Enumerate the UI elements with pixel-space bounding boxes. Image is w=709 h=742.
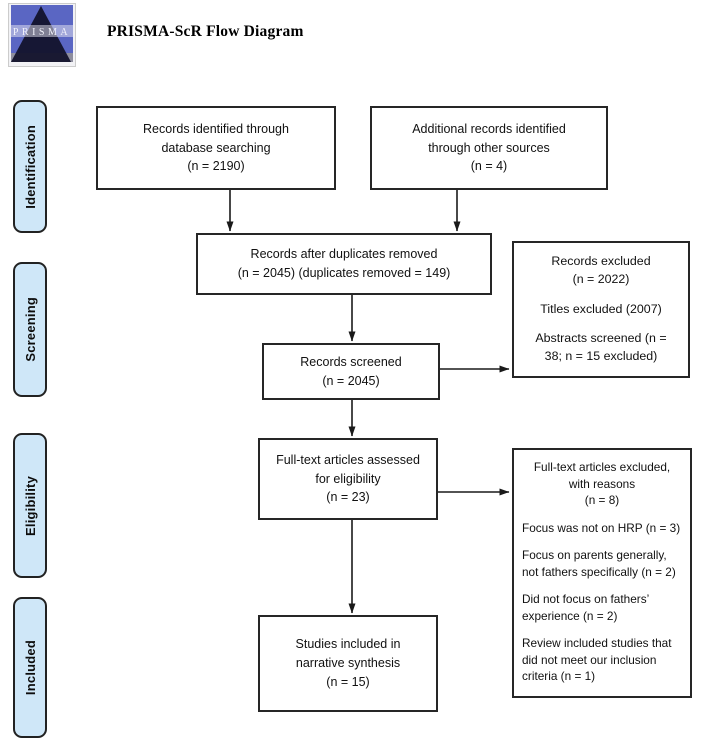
box-line: Records after duplicates removed [250, 247, 438, 262]
box-line: database searching [161, 140, 271, 155]
prisma-logo: PRISMA [8, 3, 76, 67]
box-line: 38; n = 15 excluded) [544, 348, 658, 363]
box-line: Full-text articles assessed [276, 452, 420, 467]
stage-label: Identification [22, 124, 38, 209]
prisma-logo-text: PRISMA [13, 27, 71, 38]
box-line: Records screened [300, 354, 402, 369]
page-title: PRISMA-ScR Flow Diagram [107, 23, 304, 40]
stage-label: Included [22, 639, 38, 696]
box-line: through other sources [428, 140, 550, 155]
box-line: with reasons [568, 476, 636, 491]
stage-included: Included [13, 597, 47, 738]
excluded-paragraph: Abstracts screened (n = 38; n = 15 exclu… [520, 330, 682, 365]
box-line: (n = 4) [470, 159, 508, 174]
exclusion-reason: Did not focus on fathers’ experience (n … [522, 592, 649, 623]
exclusion-reason: Focus was not on HRP (n = 3) [522, 520, 681, 535]
fulltext-assessed-box: Full-text articles assessed for eligibil… [258, 438, 438, 520]
box-line: Abstracts screened (n = [535, 331, 667, 346]
box-line: Full-text articles excluded, [533, 460, 671, 474]
records-excluded-box: Records excluded (n = 2022) Titles exclu… [512, 241, 690, 378]
duplicates-removed-box: Records after duplicates removed (n = 20… [196, 233, 492, 295]
box-line: Records identified through [143, 121, 289, 136]
box-line: (n = 15) [326, 674, 370, 689]
exclusion-reason: Review included studies that did not mee… [522, 636, 672, 684]
box-line: (n = 2190) [187, 159, 245, 174]
box-line: narrative synthesis [295, 656, 401, 671]
excluded-paragraph: Titles excluded (2007) [520, 301, 682, 319]
box-line: (n = 2045) [322, 373, 380, 388]
box-line: (n = 23) [326, 490, 370, 505]
box-line: for eligibility [315, 471, 381, 486]
box-line: Studies included in [295, 637, 401, 652]
box-line: (n = 2045) (duplicates removed = 149) [237, 266, 451, 280]
prisma-logo-image: PRISMA [8, 3, 76, 67]
studies-included-box: Studies included in narrative synthesis … [258, 615, 438, 712]
stage-identification: Identification [13, 100, 47, 233]
box-line: Records excluded [551, 254, 651, 269]
box-line: Titles excluded (2007) [540, 301, 662, 316]
fulltext-excluded-box: Full-text articles excluded, with reason… [512, 448, 692, 698]
records-identified-box: Records identified through database sear… [96, 106, 336, 190]
stage-label: Eligibility [22, 475, 38, 536]
stage-screening: Screening [13, 262, 47, 397]
stage-label: Screening [22, 297, 38, 362]
exclusion-reason: Focus on parents generally, not fathers … [522, 548, 676, 579]
box-line: (n = 2022) [572, 272, 630, 287]
stage-eligibility: Eligibility [13, 433, 47, 578]
box-line: Additional records identified [412, 121, 566, 136]
box-line: (n = 8) [584, 493, 620, 508]
excluded-paragraph: Records excluded (n = 2022) [520, 253, 682, 288]
records-screened-box: Records screened (n = 2045) [262, 343, 440, 400]
additional-records-box: Additional records identified through ot… [370, 106, 608, 190]
